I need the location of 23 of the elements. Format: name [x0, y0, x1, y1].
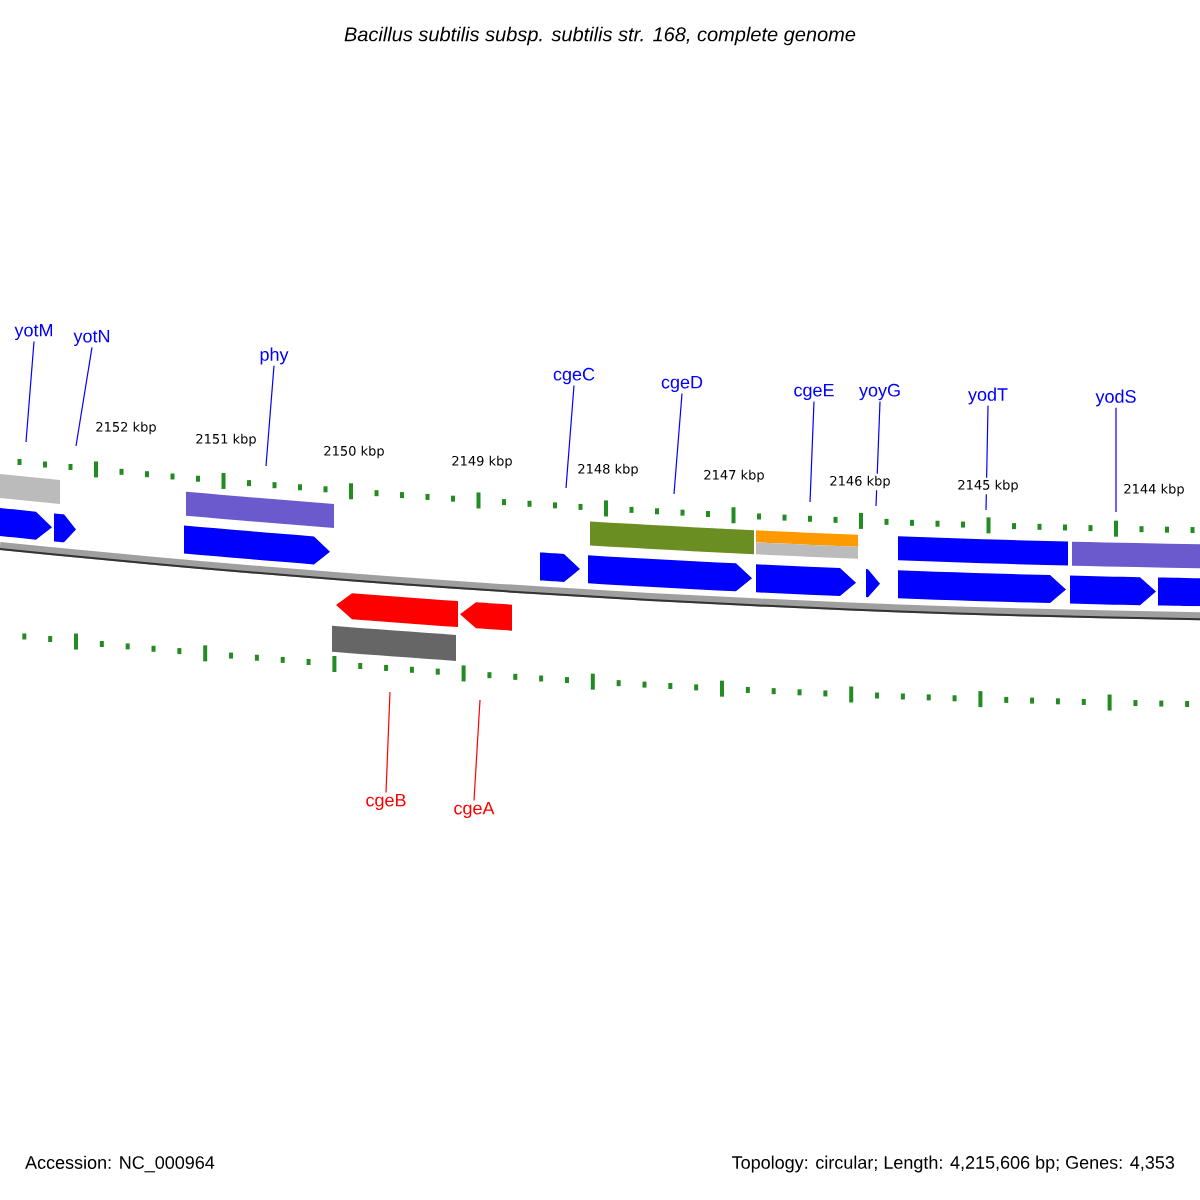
leader-line	[1115, 407, 1117, 513]
leader-line	[473, 699, 481, 802]
leader-line	[385, 691, 391, 794]
gene-label: yoyG	[859, 383, 900, 401]
gene-label: yotM	[14, 323, 53, 341]
gene-label: cgeC	[553, 367, 595, 385]
gene-label: cgeE	[794, 383, 834, 401]
gene-label: cgeB	[366, 793, 406, 811]
leader-line	[25, 340, 35, 443]
leader-line	[75, 346, 93, 447]
gene-label: yodT	[968, 387, 1008, 405]
accession-text: Accession: NC_000964	[25, 1155, 215, 1173]
gene-label: cgeD	[661, 375, 703, 393]
leader-line	[265, 365, 275, 467]
genome-info-text: Topology: circular; Length: 4,215,606 bp; Genes: 4,353	[732, 1155, 1175, 1173]
leader-line	[809, 400, 815, 503]
title: Bacillus subtilis subsp. subtilis str. 168, complete genome	[344, 26, 856, 46]
gene-label: phy	[260, 347, 289, 365]
leader-line	[565, 384, 575, 489]
leader-line	[673, 392, 683, 495]
gene-label: yotN	[73, 329, 110, 347]
gene-label: cgeA	[454, 801, 495, 819]
gene-label: yodS	[1095, 389, 1136, 407]
